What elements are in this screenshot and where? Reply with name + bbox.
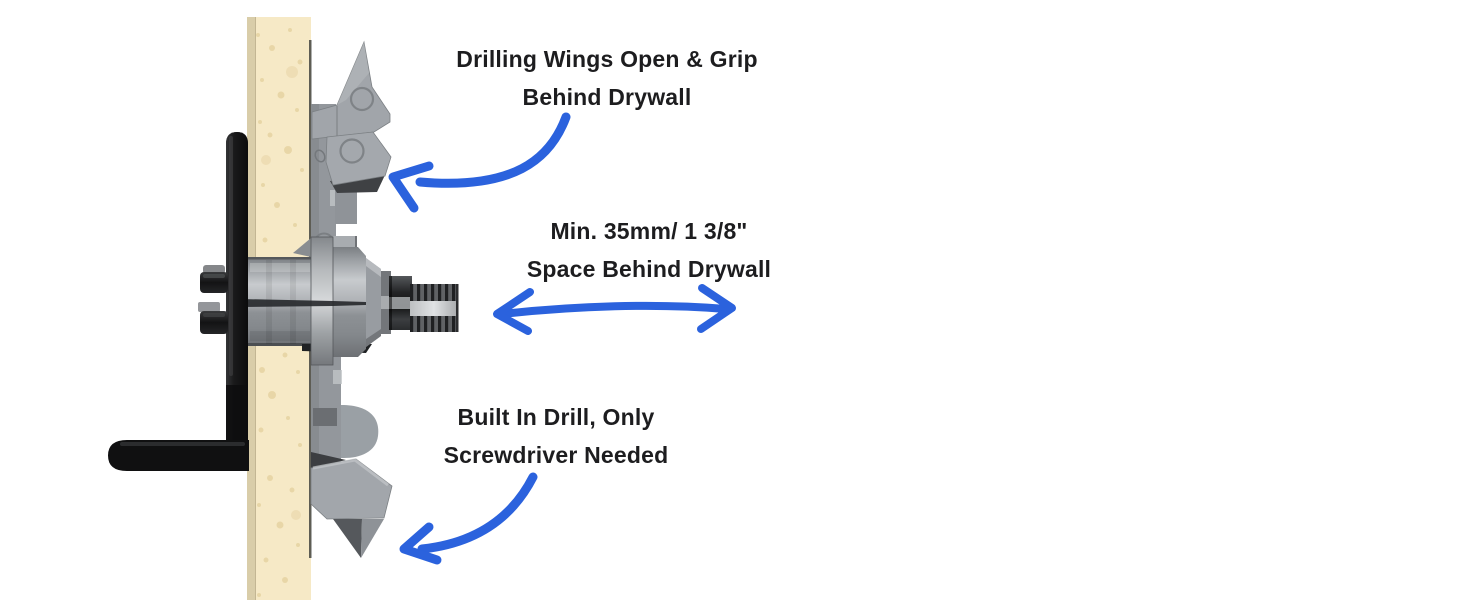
annotation-line: Built In Drill, Only bbox=[457, 404, 655, 430]
anchor-top-wing bbox=[311, 40, 392, 260]
anchor-body bbox=[240, 236, 391, 366]
anchor-bottom-wing bbox=[310, 350, 393, 558]
drill-tip bbox=[333, 519, 384, 558]
annotation-drill-label: Built In Drill, Only Screwdriver Needed bbox=[444, 398, 669, 474]
annotation-line: Min. 35mm/ 1 3/8" bbox=[550, 218, 748, 244]
curved-arrow-down-left-icon bbox=[399, 472, 538, 565]
annotation-line: Screwdriver Needed bbox=[443, 442, 669, 468]
double-headed-arrow-icon bbox=[493, 284, 736, 335]
curved-arrow-up-left-icon bbox=[388, 112, 571, 213]
annotation-line: Behind Drywall bbox=[522, 84, 692, 110]
annotation-arrows bbox=[388, 112, 736, 565]
drywall-texture bbox=[256, 28, 304, 597]
annotation-line: Space Behind Drywall bbox=[526, 256, 772, 282]
anchor-bolt bbox=[389, 276, 459, 332]
annotation-line: Drilling Wings Open & Grip bbox=[456, 46, 758, 72]
annotation-wings-label: Drilling Wings Open & Grip Behind Drywal… bbox=[456, 40, 757, 116]
wall-hook-bracket bbox=[108, 132, 249, 471]
anchor-clamp-lugs bbox=[198, 265, 228, 334]
annotation-space-label: Min. 35mm/ 1 3/8" Space Behind Drywall bbox=[527, 212, 771, 288]
